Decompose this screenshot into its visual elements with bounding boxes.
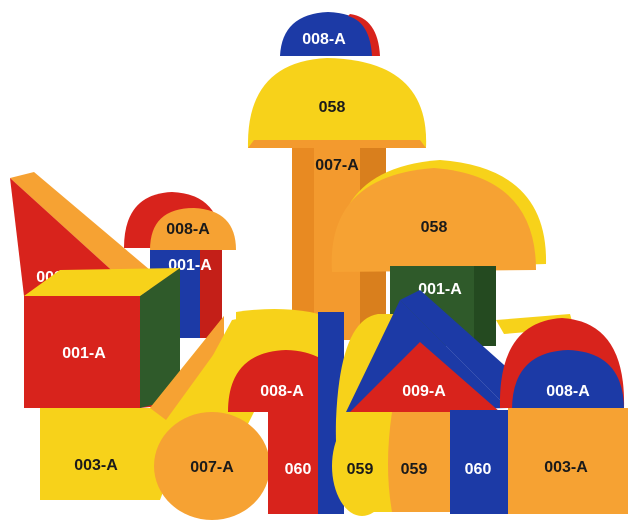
block-right-half-cylinder-small: 008-A: [496, 314, 625, 410]
label-bottom-tall-block-red: 060: [285, 461, 312, 478]
label-bottom-half-cyl-orange: 059: [401, 461, 428, 478]
label-bottom-tall-block-blue: 060: [465, 461, 492, 478]
block-bottom-tall-block-blue: 060: [450, 410, 508, 514]
label-left-cube: 001-A: [62, 345, 106, 362]
label-bottom-right-block: 003-A: [544, 459, 588, 476]
label-bottom-half-cyl-yellow: 059: [347, 461, 374, 478]
block-center-half-cylinder: 008-A: [228, 309, 346, 412]
label-right-cube-green: 001-A: [418, 281, 462, 298]
label-top-half-cylinder-small: 008-A: [302, 31, 346, 48]
label-center-tall-cylinder: 007-A: [315, 157, 359, 174]
label-right-prism: 009-A: [402, 383, 446, 400]
block-top-half-cylinder-large: 058: [247, 58, 427, 148]
block-top-half-cylinder-small: 008-A: [280, 12, 380, 56]
block-left-back-half-cylinder: 008-A: [124, 192, 236, 250]
label-top-half-cylinder-large: 058: [319, 99, 346, 116]
block-right-prism: 009-A: [346, 290, 512, 412]
label-bottom-left-block: 003-A: [74, 457, 118, 474]
label-right-half-cylinder-small: 008-A: [546, 383, 590, 400]
label-right-half-cylinder-large: 058: [421, 219, 448, 236]
block-right-half-cylinder-large: 058: [331, 160, 547, 272]
block-bottom-half-cyl-orange: 059: [388, 412, 450, 512]
label-bottom-cylinder-left: 007-A: [190, 459, 234, 476]
label-left-back-half-cylinder: 008-A: [166, 221, 210, 238]
block-bottom-right-block: 003-A: [508, 408, 628, 514]
block-bottom-left-block: 003-A: [40, 316, 224, 500]
block-left-cube: 001-A: [24, 268, 180, 408]
label-center-half-cylinder: 008-A: [260, 383, 304, 400]
